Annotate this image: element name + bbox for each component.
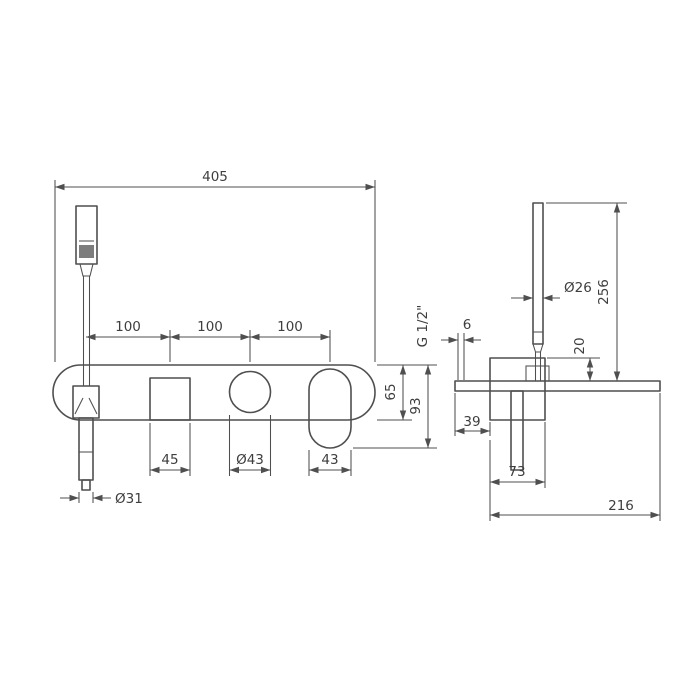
dim-lever-width: 45: [149, 423, 191, 476]
dim-label-6: 6: [463, 317, 472, 333]
shower-rod-taper: [532, 343, 544, 353]
dim-knob-diameter: Ø43: [228, 415, 272, 476]
dim-label-d26: Ø26: [564, 280, 592, 296]
control-lever: [149, 377, 191, 421]
dim-label-45: 45: [161, 452, 178, 468]
side-view: Ø26 256 G 1/2" 6 20: [415, 202, 661, 521]
dim-control-width: 43: [308, 450, 352, 476]
shower-holder: [72, 385, 100, 419]
mixer-body-outline: [52, 364, 376, 421]
body-tube-side: [454, 380, 661, 392]
dim-shower-diameter: Ø26: [511, 280, 592, 302]
dim-label-20: 20: [572, 337, 588, 354]
dim-offset-20: 20: [547, 337, 600, 381]
hand-shower-grip-band: [79, 245, 94, 258]
control-knob: [228, 370, 272, 414]
handle-side: [510, 390, 524, 471]
dim-flange-73: 73: [489, 422, 546, 521]
shower-handle: [78, 417, 94, 481]
dim-label-93: 93: [408, 397, 424, 414]
front-view: 405 100 100 100 65: [52, 169, 437, 507]
holder-bracket-side: [525, 365, 550, 382]
dim-label-d31: Ø31: [115, 491, 143, 507]
dim-label-405: 405: [202, 169, 228, 185]
shower-rod-side: [532, 202, 544, 345]
dim-label-100-3: 100: [277, 319, 303, 335]
hand-shower-taper: [79, 263, 94, 277]
dim-label-100-1: 100: [115, 319, 141, 335]
dim-handle-diameter: Ø31: [60, 491, 143, 507]
dim-label-d43: Ø43: [236, 452, 264, 468]
dim-body-height: 65: [377, 364, 437, 421]
dim-height-256: 256: [546, 202, 627, 381]
dim-label-65: 65: [383, 383, 399, 400]
shower-handle-tip: [81, 479, 91, 491]
control-capsule: [308, 368, 352, 449]
thread-label-g12: G 1/2": [415, 305, 431, 348]
dim-label-73: 73: [508, 464, 525, 480]
dim-label-216: 216: [608, 498, 634, 514]
holder-detail-right: [88, 397, 98, 415]
dim-recess-39: 39: [454, 393, 491, 436]
dim-plate-thickness: 6: [441, 317, 481, 380]
dim-label-256: 256: [596, 279, 612, 305]
dim-label-39: 39: [463, 414, 480, 430]
holder-detail-left: [74, 397, 84, 415]
dim-overall-height: 93: [353, 365, 437, 449]
dim-spacing-100: 100 100 100: [86, 319, 331, 362]
dim-label-43: 43: [321, 452, 338, 468]
dim-overall-width: 405: [54, 169, 376, 362]
dim-depth-216: 216: [490, 393, 661, 521]
wall-flange: [489, 357, 546, 421]
dim-label-100-2: 100: [197, 319, 223, 335]
